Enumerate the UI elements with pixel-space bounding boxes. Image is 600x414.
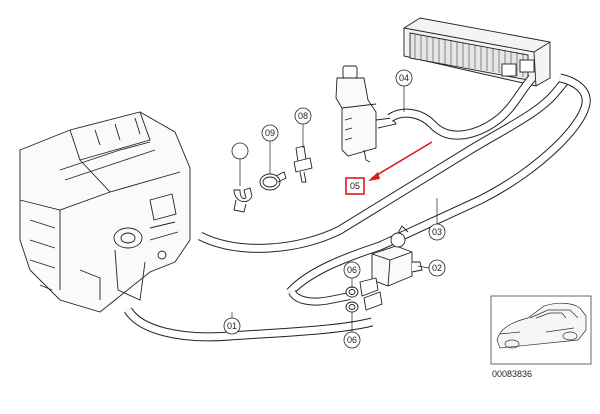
callout-05-label: 05 [350, 181, 360, 191]
callout-06-lower[interactable]: 06 [343, 331, 361, 349]
callout-05[interactable]: 05 [345, 177, 365, 195]
callout-07[interactable]: 08 [294, 107, 312, 125]
heater-valve [359, 225, 423, 311]
hose-connector-07 [293, 145, 313, 183]
highlight-arrow [368, 141, 433, 181]
hose-clip-09 [233, 187, 253, 213]
spring-clamp-08 [259, 171, 287, 191]
callout-01-label: 01 [227, 321, 237, 331]
callout-06-upper[interactable]: 06 [343, 261, 361, 279]
callout-06-upper-label: 06 [347, 265, 357, 275]
hose-clamps-06 [345, 286, 359, 313]
callout-04-label: 04 [399, 73, 409, 83]
callout-01[interactable]: 01 [223, 317, 241, 335]
engine-block [19, 111, 191, 313]
callout-03-label: 03 [432, 227, 442, 237]
callout-04[interactable]: 04 [395, 69, 413, 87]
reference-number: 00083836 [492, 369, 532, 379]
callout-06-lower-label: 06 [347, 335, 357, 345]
callout-02-label: 02 [432, 263, 442, 273]
callout-08-label: 09 [265, 128, 275, 138]
callout-09[interactable] [231, 142, 249, 160]
callout-03[interactable]: 03 [428, 223, 446, 241]
expansion-tank [335, 65, 397, 163]
vehicle-thumbnail [490, 295, 592, 365]
hoses [124, 73, 591, 342]
callout-07-label: 08 [298, 111, 308, 121]
callout-02[interactable]: 02 [428, 259, 446, 277]
callout-08[interactable]: 09 [261, 124, 279, 142]
heater-core [403, 17, 551, 87]
